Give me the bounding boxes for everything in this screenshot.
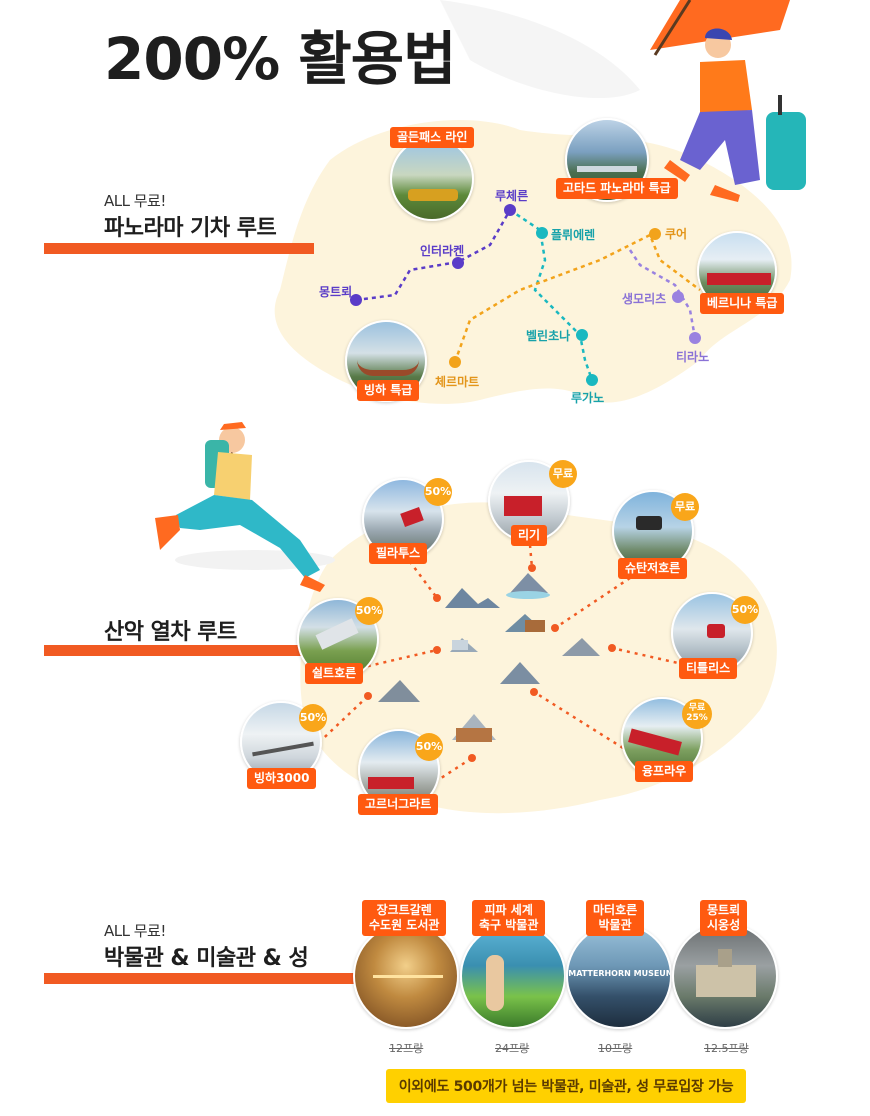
- gornergrat-discount: 50%: [415, 733, 443, 761]
- glacier-express-tag: 빙하 특급: [357, 380, 420, 401]
- abbey-library-price: 12프랑: [389, 1042, 424, 1055]
- mountain-underline: [44, 645, 314, 656]
- pilatus-tag: 필라투스: [369, 543, 428, 564]
- panorama-title: 파노라마 기차 루트: [104, 216, 277, 241]
- matterhorn-museum-photo: MATTERHORN MUSEUM: [566, 923, 672, 1029]
- station-zermatt: 체르마트: [435, 375, 480, 389]
- mountain-illustrations: [378, 573, 600, 742]
- gornergrat-tag: 고르너그라트: [358, 794, 439, 815]
- goldenpass-tag: 골든패스 라인: [390, 127, 475, 148]
- fifa-museum-tag: 피파 세계 축구 박물관: [472, 900, 546, 936]
- schilthorn-discount: 50%: [355, 597, 383, 625]
- fifa-museum-price: 24프랑: [495, 1042, 530, 1055]
- matterhorn-museum-name-1: 마터호른: [593, 903, 638, 917]
- glacier3000-discount: 50%: [299, 704, 327, 732]
- station-chur: 쿠어: [665, 227, 688, 241]
- abbey-library-name-1: 장크트갈렌: [376, 903, 432, 917]
- glacier3000-tag: 빙하3000: [247, 768, 317, 789]
- pilatus-discount: 50%: [424, 478, 452, 506]
- matterhorn-museum-sign: MATTERHORN MUSEUM: [568, 969, 672, 978]
- stanserhorn-tag: 슈탄저호른: [618, 558, 688, 579]
- abbey-library-photo: [353, 923, 459, 1029]
- page-title: 200% 활용법: [104, 25, 456, 93]
- chillon-castle-price: 12.5프랑: [704, 1042, 749, 1055]
- chillon-castle-tag: 몽트뢰 시옹성: [700, 900, 748, 936]
- station-lucerne: 루체른: [495, 189, 529, 203]
- station-lugano: 루가노: [571, 391, 605, 405]
- panorama-underline: [44, 243, 314, 254]
- titlis-tag: 티틀리스: [679, 658, 738, 679]
- jungfrau-discount-main: 무료: [688, 703, 706, 714]
- matterhorn-museum-tag: 마터호른 박물관: [586, 900, 645, 936]
- jungfrau-discount-alt: 25%: [686, 713, 708, 723]
- footer-banner: 이외에도 500개가 넘는 박물관, 미술관, 성 무료입장 가능: [386, 1069, 746, 1103]
- abbey-library-name-2: 수도원 도서관: [369, 918, 440, 932]
- traveler-flag-illustration: [650, 0, 806, 202]
- titlis-discount: 50%: [731, 596, 759, 624]
- fifa-museum-photo: [460, 923, 566, 1029]
- chillon-castle-photo: [672, 923, 778, 1029]
- station-tirano: 티라노: [676, 350, 710, 364]
- bernina-tag: 베르니나 특급: [700, 293, 785, 314]
- rigi-tag: 리기: [511, 525, 548, 546]
- mountain-title: 산악 열차 루트: [104, 620, 237, 645]
- jungfrau-tag: 융프라우: [635, 761, 694, 782]
- abbey-library-tag: 장크트갈렌 수도원 도서관: [362, 900, 447, 936]
- stanserhorn-discount: 무료: [671, 493, 699, 521]
- jungfrau-discount: 무료 25%: [682, 699, 712, 729]
- museum-title: 박물관 & 미술관 & 성: [104, 946, 309, 971]
- hiker-illustration: [155, 422, 335, 592]
- goldenpass-photo: [390, 137, 474, 221]
- station-interlaken: 인터라켄: [420, 244, 465, 258]
- station-montreux: 몽트뢰: [319, 285, 353, 299]
- route-lilac: [628, 249, 697, 339]
- museum-kicker: ALL 무료!: [104, 922, 166, 940]
- fifa-museum-name-1: 피파 세계: [484, 903, 533, 917]
- panorama-kicker: ALL 무료!: [104, 192, 166, 210]
- route-purple: [355, 209, 512, 302]
- fifa-museum-name-2: 축구 박물관: [479, 918, 539, 932]
- matterhorn-museum-name-2: 박물관: [598, 918, 632, 932]
- museum-underline: [44, 973, 364, 984]
- station-bellinzona: 벨린초나: [526, 329, 571, 343]
- chillon-castle-name-1: 몽트뢰: [707, 903, 741, 917]
- station-flueelen: 플뤼에렌: [551, 228, 596, 242]
- chillon-castle-name-2: 시옹성: [707, 918, 741, 932]
- station-st-moritz: 생모리츠: [622, 292, 667, 306]
- gotthard-tag: 고타드 파노라마 특급: [556, 178, 678, 199]
- rigi-discount: 무료: [549, 460, 577, 488]
- schilthorn-tag: 쉴트호른: [305, 663, 364, 684]
- matterhorn-museum-price: 10프랑: [598, 1042, 633, 1055]
